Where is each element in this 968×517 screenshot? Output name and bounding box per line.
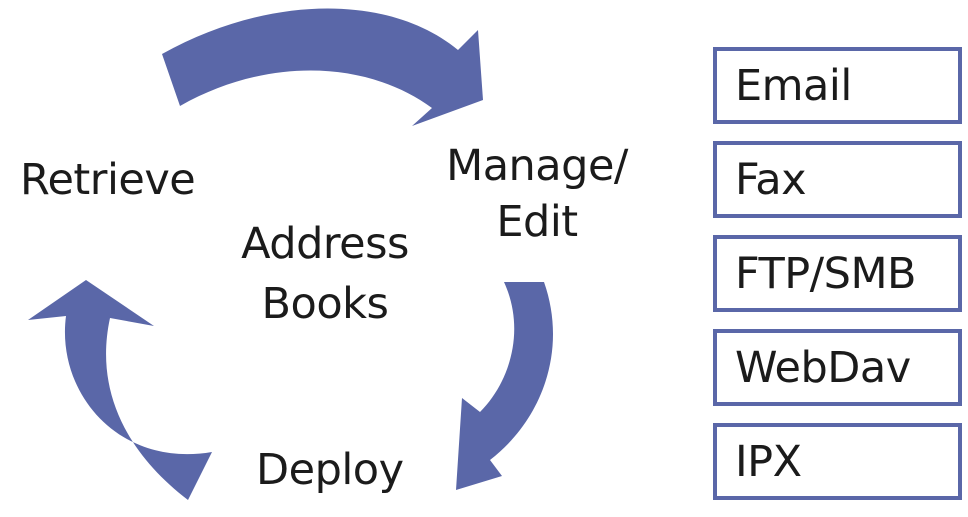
stage-manage-line-1: Manage/ (446, 141, 628, 191)
stage-retrieve: Retrieve (20, 155, 196, 205)
protocol-email: Email (713, 47, 962, 124)
protocol-fax: Fax (713, 141, 962, 218)
center-label-line-2: Books (261, 279, 389, 329)
protocol-ipx: IPX (713, 423, 962, 500)
stage-manage-line-2: Edit (496, 197, 578, 247)
protocol-webdav: WebDav (713, 329, 962, 406)
center-label: Address Books (215, 214, 435, 334)
top-cycle-arrow (162, 8, 483, 127)
cycle-arrows (28, 8, 554, 500)
stage-deploy: Deploy (256, 445, 404, 495)
center-label-line-1: Address (241, 219, 409, 269)
left-cycle-arrow (28, 280, 212, 500)
protocol-ftp-smb: FTP/SMB (713, 235, 962, 312)
stage-manage-edit: Manage/ Edit (432, 138, 642, 250)
protocol-list: Email Fax FTP/SMB WebDav IPX (713, 47, 965, 517)
right-cycle-arrow (456, 282, 554, 490)
